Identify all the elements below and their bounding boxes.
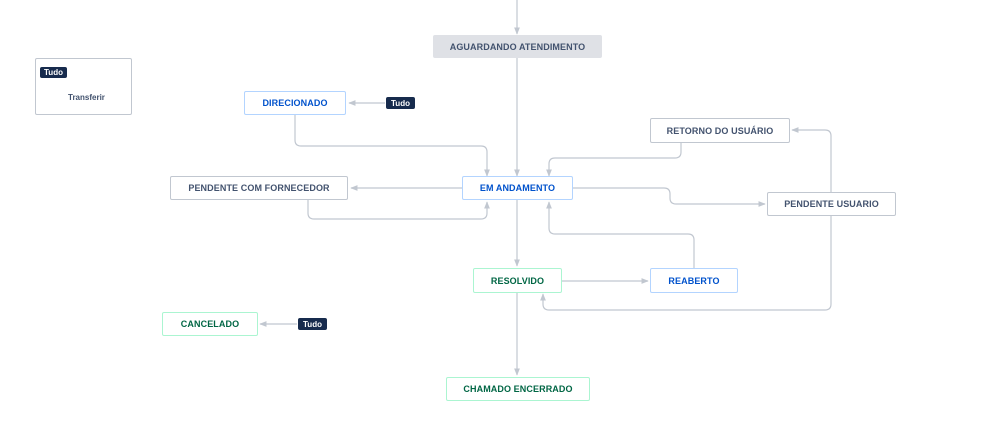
legend-box (35, 58, 132, 115)
tudo-tag-direcionado[interactable]: Tudo (386, 97, 415, 109)
status-pendente-usuario[interactable]: PENDENTE USUARIO (767, 192, 896, 216)
tudo-tag-cancelado[interactable]: Tudo (298, 318, 327, 330)
status-pendente-com-fornecedor[interactable]: PENDENTE COM FORNECEDOR (170, 176, 348, 200)
transition-pendente-usuario-to-retorno (791, 127, 832, 192)
status-reaberto[interactable]: REABERTO (650, 268, 738, 293)
status-chamado-encerrado[interactable]: CHAMADO ENCERRADO (446, 377, 590, 401)
transition-direcionado-to-em-andamento (294, 115, 490, 177)
status-cancelado[interactable]: CANCELADO (162, 312, 258, 336)
transition-reaberto-to-em-andamento (546, 201, 695, 268)
status-resolvido[interactable]: RESOLVIDO (473, 268, 562, 293)
transition-pendente-usuario-to-resolvido (540, 216, 832, 311)
status-em-andamento[interactable]: EM ANDAMENTO (462, 176, 573, 200)
legend-tudo-tag: Tudo (40, 67, 67, 78)
status-direcionado[interactable]: DIRECIONADO (244, 91, 346, 115)
legend-label: Transferir (67, 93, 106, 102)
status-retorno-do-usuario[interactable]: RETORNO DO USUÁRIO (650, 118, 790, 143)
transition-em-andamento-to-pendente-usuario (573, 187, 766, 207)
transition-retorno-to-em-andamento (546, 143, 682, 177)
status-aguardando-atendimento[interactable]: AGUARDANDO ATENDIMENTO (433, 35, 602, 58)
transition-pendente-fornecedor-to-em-andamento (307, 200, 490, 220)
